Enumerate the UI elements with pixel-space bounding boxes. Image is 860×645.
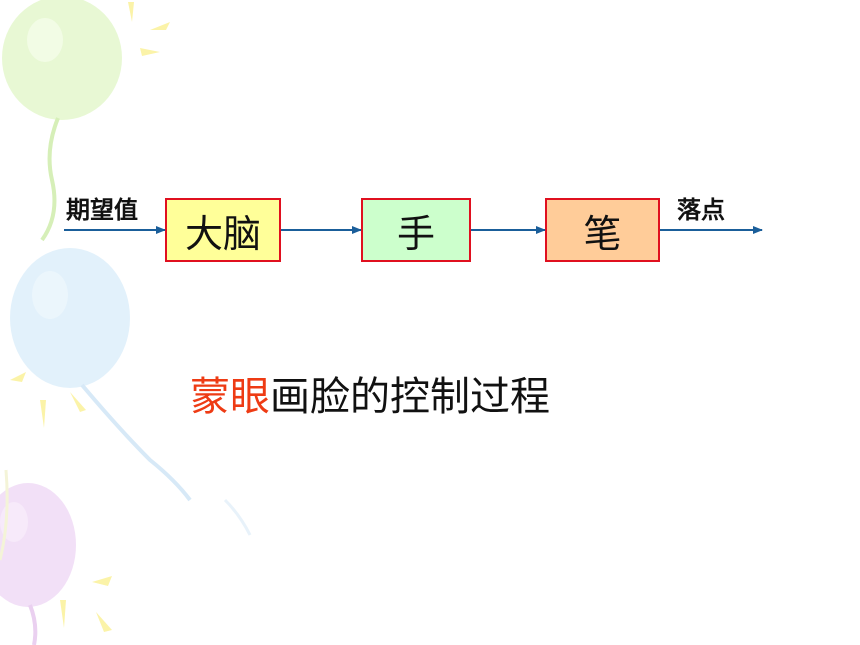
caption-highlight: 蒙眼 bbox=[190, 374, 270, 420]
blue-balloon-icon bbox=[10, 248, 192, 502]
pen-block: 笔 bbox=[545, 198, 660, 262]
sparkle-icon-2 bbox=[10, 372, 86, 428]
sparkle-icon bbox=[128, 2, 170, 56]
brain-block: 大脑 bbox=[165, 198, 281, 262]
green-balloon-icon bbox=[2, 0, 122, 242]
input-label: 期望值 bbox=[66, 196, 138, 224]
caption-rest: 画脸的控制过程 bbox=[270, 374, 550, 420]
diagram-caption: 蒙眼画脸的控制过程 bbox=[190, 364, 550, 422]
hand-block: 手 bbox=[361, 198, 471, 262]
sparkle-icon-3 bbox=[60, 576, 112, 632]
output-label: 落点 bbox=[677, 196, 725, 224]
